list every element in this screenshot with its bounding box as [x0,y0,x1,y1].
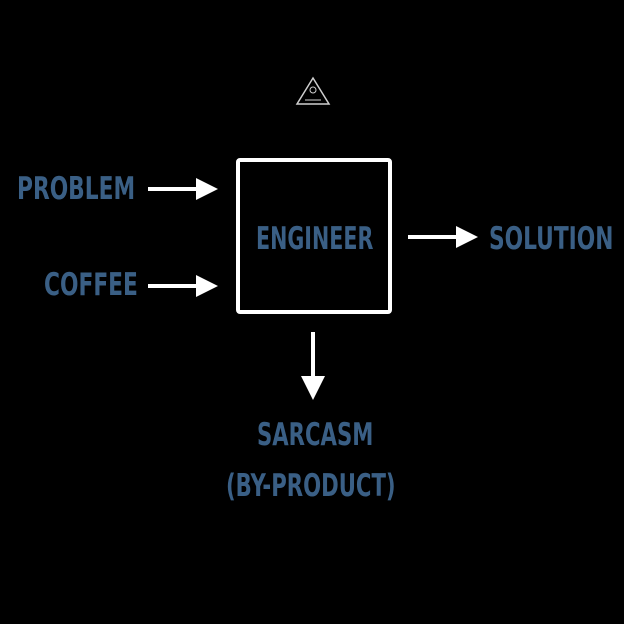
sarcasm-label: SARCASM [257,417,374,453]
triangle-logo-icon [295,76,331,105]
sarcasm-arrow [301,332,325,400]
engineer-label: ENGINEER [256,221,374,257]
coffee-arrow [148,275,218,297]
coffee-label: COFFEE [44,267,138,303]
problem-arrow [148,178,218,200]
byproduct-label: (BY-PRODUCT) [226,468,396,504]
solution-label: SOLUTION [489,221,614,257]
engineer-box [236,158,392,314]
solution-arrow [408,226,478,248]
problem-label: PROBLEM [17,171,136,207]
